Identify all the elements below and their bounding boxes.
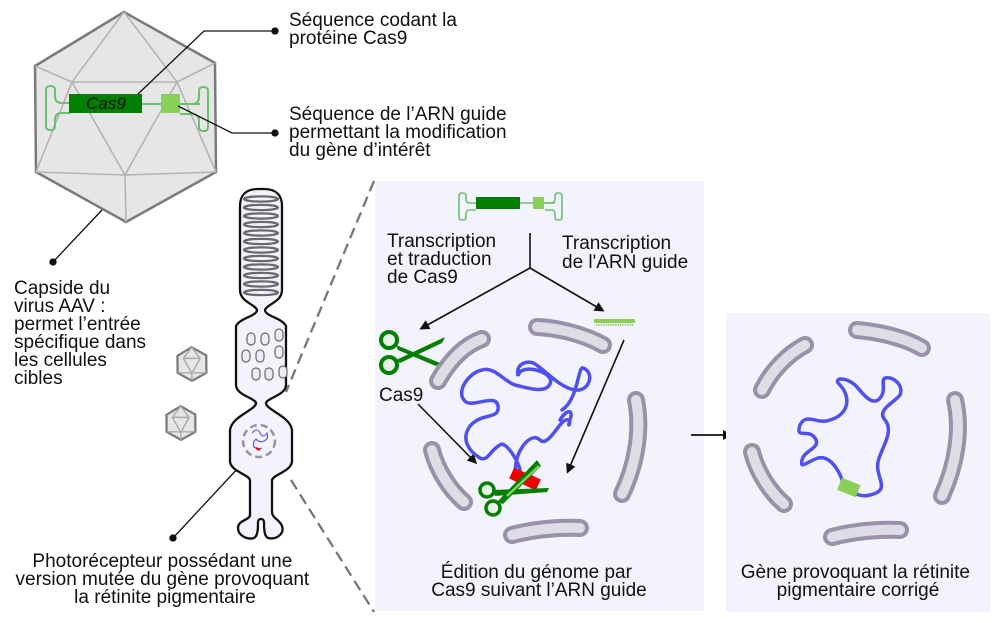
branch-arrows (417, 233, 625, 474)
panel-corrected-gene: Gène provoquant la rétinite pigmentaire … (726, 313, 990, 612)
chromatin-ring-1 (423, 318, 648, 544)
aav-capsid-small-2 (165, 404, 197, 442)
callout-cas9-sequence: Séquence codant la protéine Cas9 (289, 10, 462, 49)
aav-capsid-large: Cas9 (33, 10, 218, 224)
aav-capsid-small-1 (176, 345, 208, 383)
guide-rna-block (161, 94, 180, 113)
scissors-icon (379, 330, 445, 375)
mitochondria (241, 328, 288, 381)
cas9-editing-complex (478, 460, 549, 517)
guide-rna-comb-icon (594, 319, 635, 326)
callout-photoreceptor: Photorécepteur possédant une version mut… (16, 551, 315, 608)
label-transcription-guide: Transcription de l'ARN guide (562, 233, 688, 273)
photoreceptor-nucleus (241, 423, 277, 459)
panel2-caption: Gène provoquant la rétinite pigmentaire … (741, 562, 976, 601)
panel-genome-editing: Transcription et traduction de Cas9 Tran… (375, 181, 704, 611)
corrected-gene-block (837, 477, 861, 498)
cas9-gene-block (69, 94, 142, 113)
chromatin-ring-2 (743, 321, 967, 546)
photoreceptor-cell (228, 187, 294, 540)
label-cas9: Cas9 (379, 385, 423, 406)
callout-lines (49, 27, 279, 542)
callout-capsid: Capside du virus AAV : permet l’entrée s… (14, 278, 151, 389)
outer-segment-discs (242, 195, 280, 297)
vector-construct: Cas9 (45, 85, 209, 132)
callout-guide-sequence: Séquence de l’ARN guide permettant la mo… (289, 104, 512, 161)
zoom-dashed-lines (284, 180, 376, 613)
dna-strand-corrected (797, 376, 903, 498)
cas9-gene-label: Cas9 (86, 94, 126, 113)
panel1-caption: Édition du génome par Cas9 suivant l’ARN… (431, 562, 646, 601)
dna-strand (460, 360, 592, 477)
vector-construct-mini (458, 192, 563, 221)
label-transcription-cas9: Transcription et traduction de Cas9 (387, 231, 501, 288)
